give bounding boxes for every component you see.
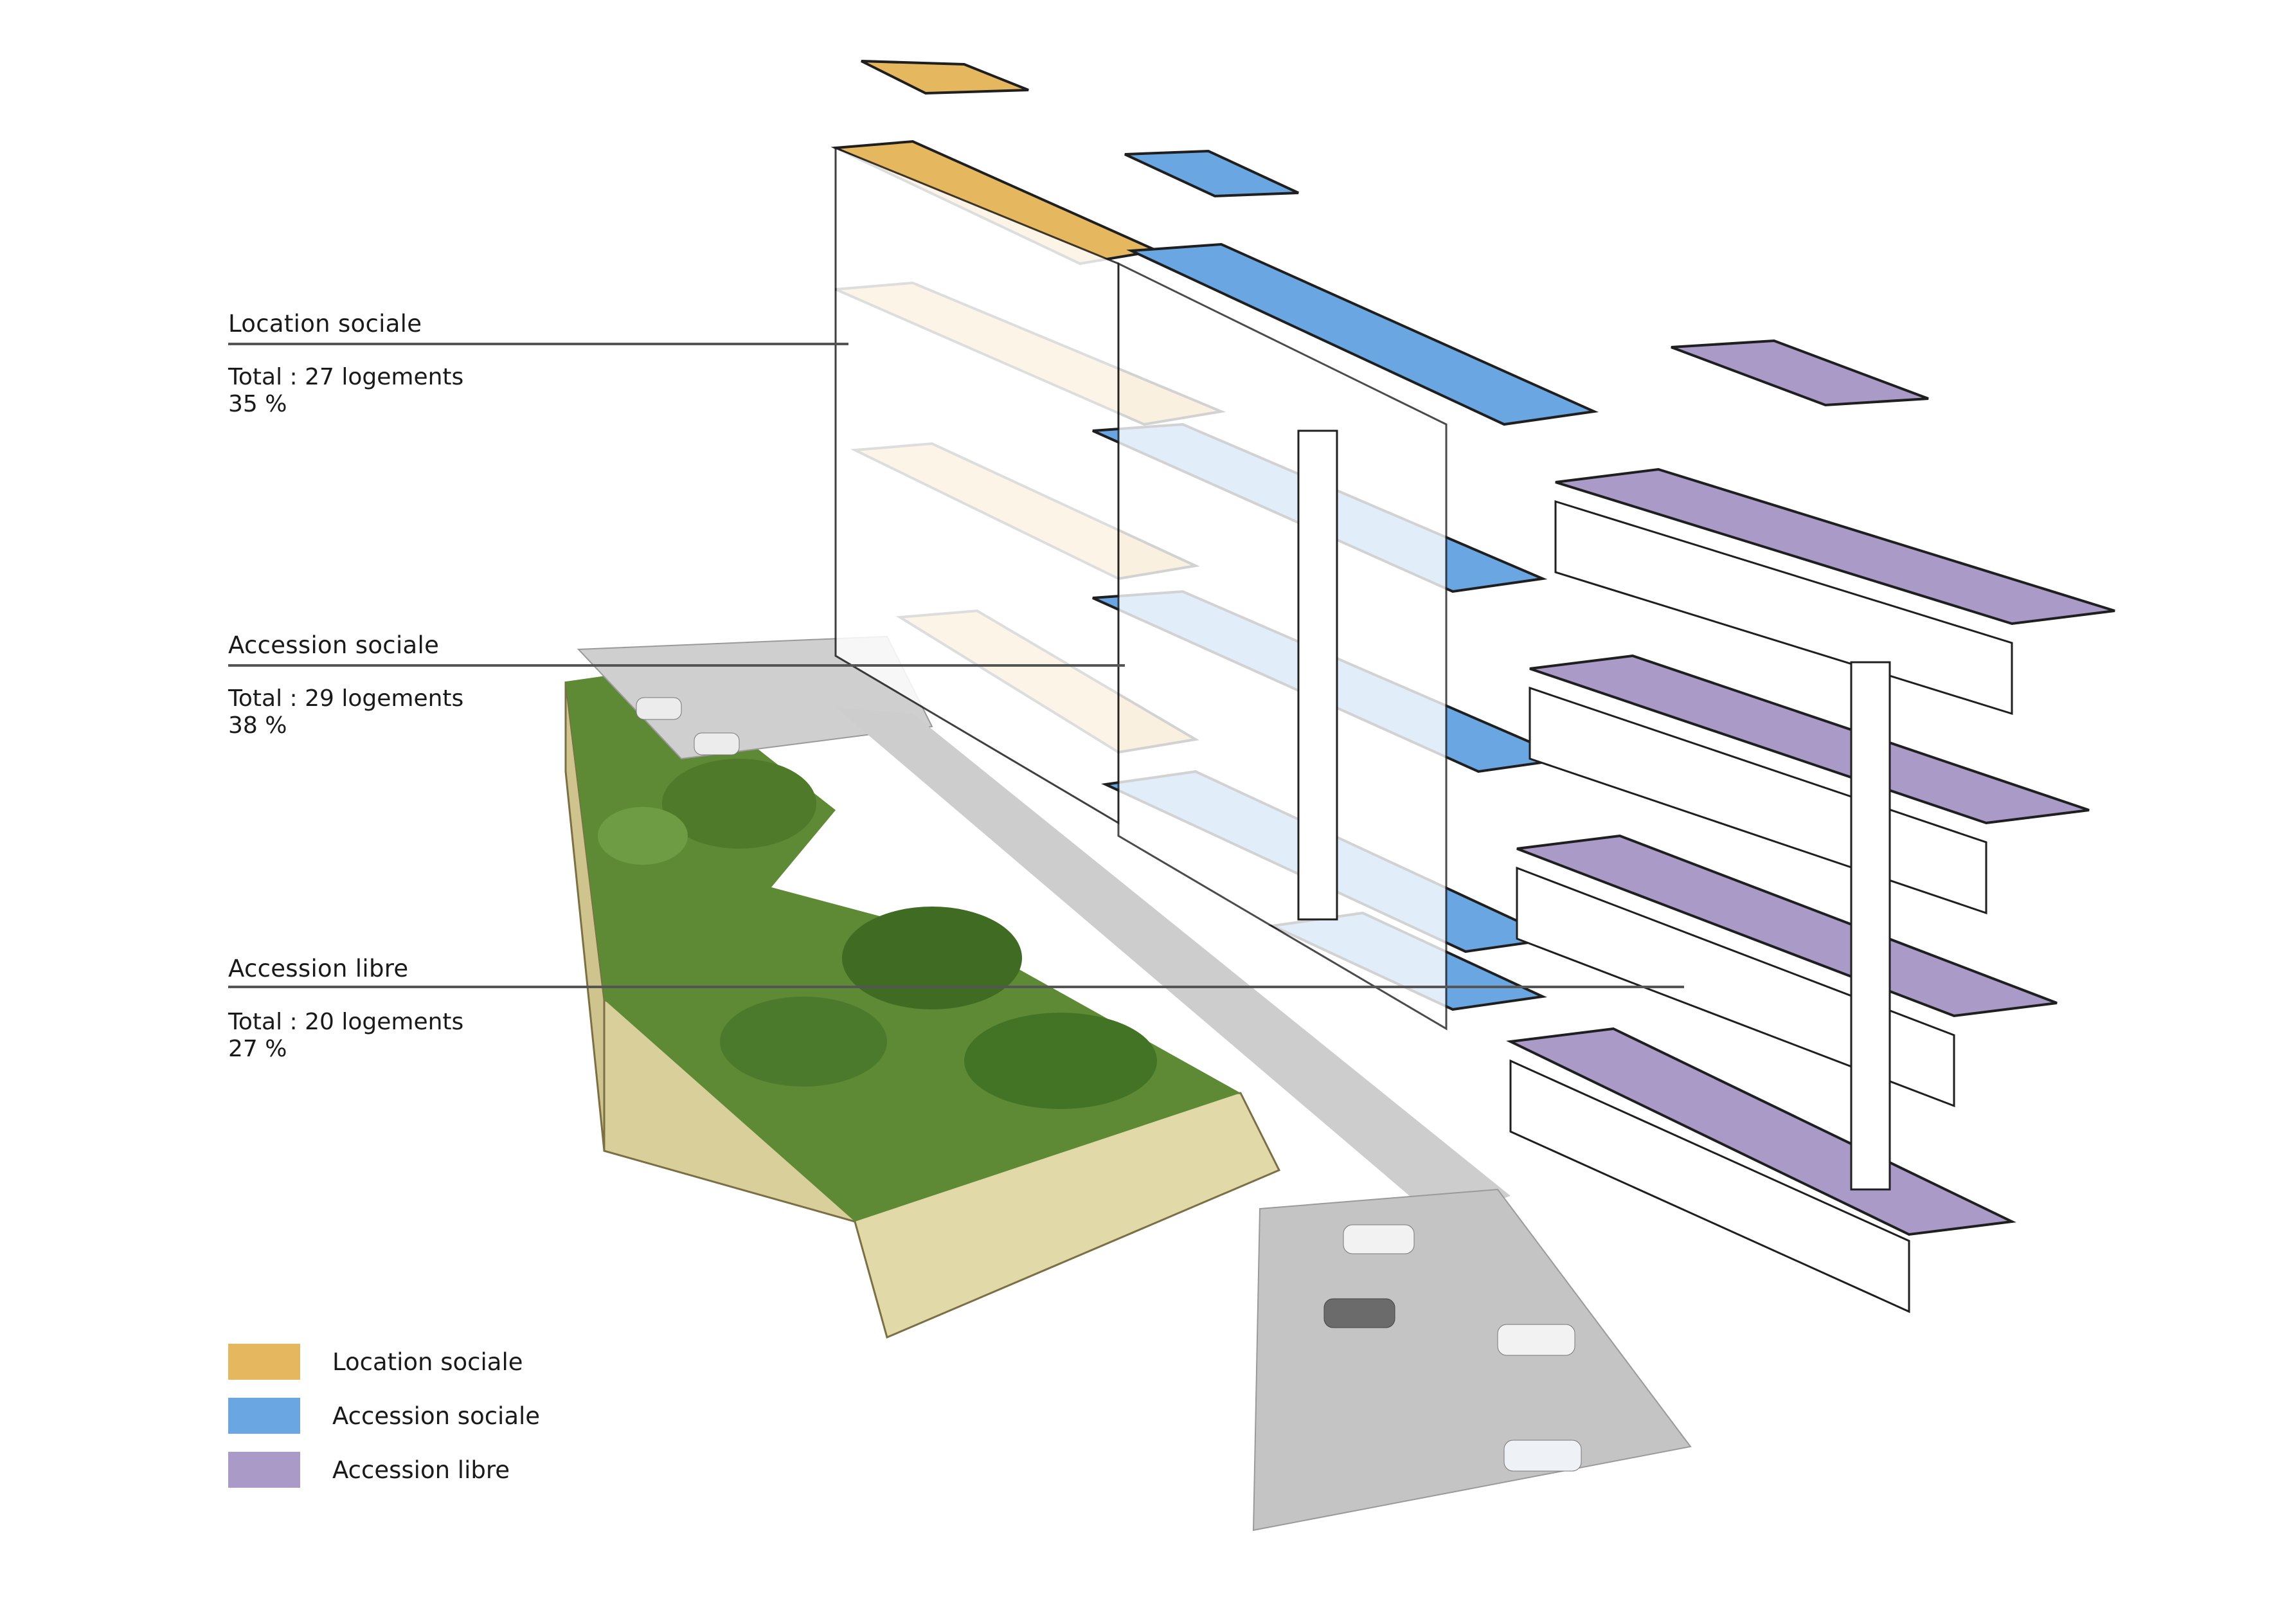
- car: [1497, 1324, 1575, 1356]
- category-percent: 38 %: [228, 712, 287, 739]
- tree-cluster: [598, 807, 688, 865]
- legend-swatch: [228, 1344, 300, 1380]
- vertical-cores: [1297, 429, 1891, 1191]
- category-total: Total : 20 logements: [228, 1009, 464, 1035]
- leader-lines: [228, 343, 1684, 988]
- blue-facade: [1117, 262, 1448, 1031]
- category-label-accession-libre: Accession libre Total : 20 logements 27 …: [228, 955, 463, 1063]
- category-label-accession-sociale: Accession sociale Total : 29 logements 3…: [228, 631, 463, 739]
- category-title: Accession sociale: [228, 631, 440, 659]
- location-sociale-wing: [830, 60, 1226, 825]
- purple-facade: [1509, 1059, 1910, 1314]
- car: [694, 732, 740, 755]
- purple-floor-plate: [1529, 654, 2090, 825]
- purple-floor-plate: [1671, 339, 1929, 407]
- site-pavement: [577, 635, 1692, 1531]
- car: [1503, 1440, 1582, 1472]
- accession-libre-wing: [1506, 339, 2115, 1314]
- car: [1323, 1298, 1395, 1328]
- legend-label: Accession libre: [332, 1456, 510, 1484]
- purple-floor-plate: [1516, 834, 2058, 1018]
- blue-floor-plate: [1124, 149, 1299, 198]
- car: [636, 697, 682, 720]
- tree-cluster: [842, 907, 1022, 1009]
- legend-item-accession-libre: Accession libre: [228, 1452, 540, 1488]
- legend: Location sociale Accession sociale Acces…: [228, 1344, 540, 1506]
- category-title: Accession libre: [228, 955, 409, 982]
- upper-parking: [577, 635, 933, 760]
- legend-label: Location sociale: [332, 1348, 523, 1376]
- car: [1343, 1224, 1415, 1254]
- accession-sociale-wing: [1092, 149, 1599, 1031]
- category-title: Location sociale: [228, 310, 422, 338]
- purple-facade: [1554, 500, 2013, 716]
- central-path: [836, 707, 1511, 1222]
- legend-item-accession-sociale: Accession sociale: [228, 1398, 540, 1434]
- legend-item-location-sociale: Location sociale: [228, 1344, 540, 1380]
- tree-cluster: [662, 759, 816, 849]
- legend-swatch: [228, 1398, 300, 1434]
- legend-swatch: [228, 1452, 300, 1488]
- category-total: Total : 27 logements: [228, 364, 464, 390]
- category-percent: 35 %: [228, 391, 287, 417]
- tree-cluster: [720, 997, 887, 1087]
- stair-core: [1850, 661, 1891, 1191]
- purple-floor-plate: [1555, 467, 2115, 626]
- site-terrain: [564, 669, 1281, 1339]
- category-percent: 27 %: [228, 1036, 287, 1062]
- lower-parking: [1252, 1188, 1692, 1531]
- legend-label: Accession sociale: [332, 1402, 541, 1430]
- blue-floor-plate: [1126, 242, 1599, 426]
- tree-cluster: [964, 1013, 1157, 1109]
- category-label-location-sociale: Location sociale Total : 27 logements 35…: [228, 310, 463, 418]
- purple-facade: [1516, 866, 1955, 1108]
- category-total: Total : 29 logements: [228, 685, 464, 712]
- stair-core: [1297, 429, 1338, 921]
- yellow-floor-plate: [861, 60, 1029, 95]
